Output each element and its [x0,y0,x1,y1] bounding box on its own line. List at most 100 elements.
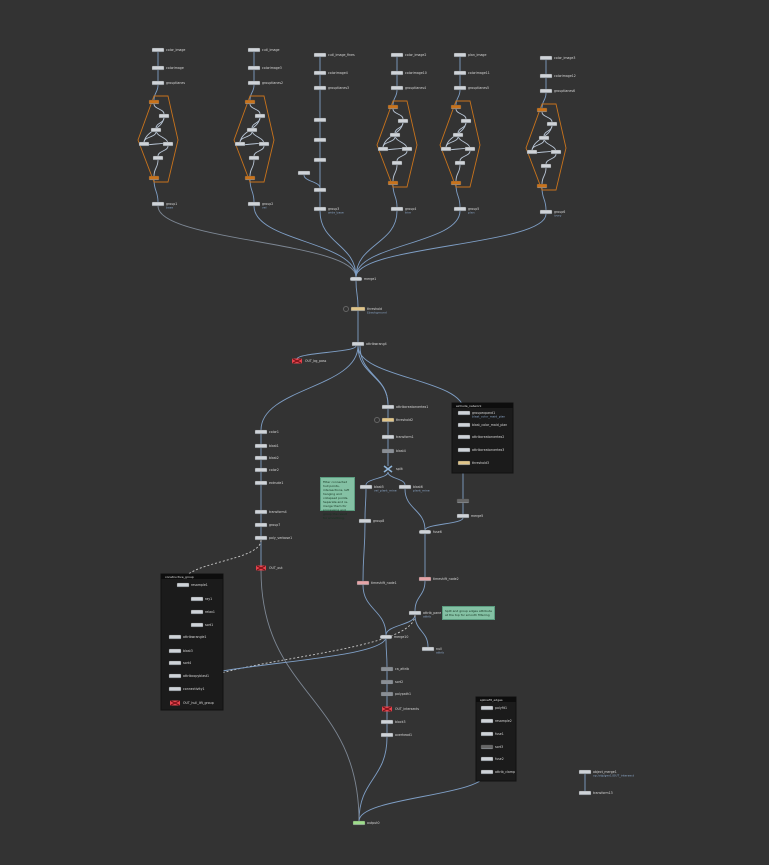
network-box-node[interactable]: fuse2 [480,756,504,762]
colorimage-node[interactable]: colorimage [151,65,184,71]
cluster-node[interactable] [387,180,399,186]
chain-node[interactable] [297,170,311,176]
bypass-node[interactable]: OUT_out [256,565,283,571]
split-node[interactable]: split [383,465,403,473]
merge-node[interactable]: merge1 [349,276,376,282]
switch-node[interactable]: threshold$background [350,306,387,315]
network-box-node[interactable]: fuse1 [480,731,504,737]
network-box-node[interactable]: ray1 [190,596,212,602]
cluster-node[interactable] [450,180,462,186]
network-box-node[interactable]: relax1 [190,609,215,615]
cluster-node[interactable] [158,113,170,119]
chain-node[interactable] [313,157,327,163]
mid-chain-node[interactable]: transform1 [381,434,414,440]
grouplanes-node[interactable]: grouptlanes [151,80,185,86]
mid-chain-node[interactable]: blast4 [381,448,406,454]
cluster-node[interactable] [450,104,462,110]
bypass-node[interactable]: OUT_bg_pass [292,358,327,364]
sticky-note-split[interactable]: Split and group edges attribute at the t… [442,606,495,620]
cluster-node[interactable] [526,149,538,155]
left-chain-node[interactable]: blast1 [254,443,279,449]
bottom-chain-node[interactable]: block3 [380,719,406,725]
cluster-node[interactable] [550,149,562,155]
transform-node[interactable]: transform13 [578,790,613,796]
cluster-node[interactable] [454,160,466,166]
cluster-node[interactable] [389,132,401,138]
network-box-node[interactable]: attribcopyblast1 [168,673,209,679]
network-box-node[interactable]: sort4 [168,660,191,666]
mid-chain-node[interactable]: threshold2 [381,417,413,423]
grouplanes-node[interactable]: grouptlanes6 [539,88,575,94]
cluster-node[interactable] [460,118,472,124]
network-box-node[interactable]: threshold3 [457,460,489,466]
chain-node[interactable] [313,117,327,123]
cluster-node[interactable] [138,141,150,147]
cluster-node[interactable] [152,155,164,161]
cluster-node[interactable] [234,141,246,147]
cluster-node[interactable] [391,160,403,166]
colorimage-node[interactable]: colorimage12 [539,73,576,79]
network-box-node[interactable]: connectivity1 [168,686,205,692]
file-node[interactable]: color_image2 [390,52,426,58]
network-box-node[interactable]: attribwrangle1 [168,634,206,640]
cluster-node[interactable] [536,107,548,113]
network-box-node[interactable]: blast_color_maid_plan [457,422,507,428]
timeshift-node[interactable]: timeshift_node2 [418,576,459,582]
network-box-node[interactable]: polyfit1 [480,705,507,711]
network-box-node[interactable]: attribcreatorvertex2 [457,434,504,440]
file-node[interactable]: color_image [151,47,185,53]
bottom-chain-node[interactable]: ca_attrib [380,666,409,672]
merge-node[interactable]: merge10 [379,634,408,640]
cluster-node[interactable] [244,175,256,181]
left-chain-node[interactable]: color1 [254,429,279,435]
cluster-node[interactable] [148,99,160,105]
grouplanes-node[interactable]: grouptlanes2 [247,80,283,86]
cluster-node[interactable] [536,183,548,189]
chain-node[interactable] [313,187,327,193]
mid-chain-node[interactable]: attribcreatorvertex1 [381,404,428,410]
colorimage-node[interactable]: colorimage3 [247,65,282,71]
output-node[interactable]: output0 [352,820,380,826]
cluster-node[interactable] [377,146,389,152]
left-chain-node[interactable]: extrude1 [254,480,283,486]
file-node[interactable]: cutl_image_fines [313,52,355,58]
cluster-node[interactable] [540,163,552,169]
network-box-node[interactable]: sort1 [190,622,213,628]
chain-node[interactable] [313,137,327,143]
file-node[interactable]: plan_image [453,52,486,58]
cluster-node[interactable] [148,175,160,181]
left-chain-node[interactable]: blast2 [254,455,279,461]
grouplanes-node[interactable]: grouptlanes3 [313,85,349,91]
sticky-note-filter[interactable]: Filter connected hull points, intersecti… [320,477,355,520]
cluster-node[interactable] [452,132,464,138]
group-node[interactable]: group8 [358,518,384,524]
cluster-node[interactable] [248,155,260,161]
node-layer[interactable]: color_image colorimage grouptlanes group1ba… [138,47,635,826]
colorimage-node[interactable]: colorimage4 [313,70,348,76]
left-chain-node[interactable]: color2 [254,467,279,473]
fuse-node[interactable]: fuse6 [418,529,442,535]
left-chain-node[interactable]: group7 [254,522,280,528]
cluster-node[interactable] [401,146,413,152]
bypass-node[interactable]: OUT_intersects [382,706,419,712]
grouplanes-node[interactable]: grouptlanes5 [453,85,489,91]
file-node[interactable]: color_image3 [539,55,575,61]
network-box-splinefit[interactable]: splinefit_edges [475,696,517,782]
bottom-chain-node[interactable]: polypath1 [380,691,411,697]
cluster-node[interactable] [258,141,270,147]
disabled-node[interactable] [456,498,470,504]
left-chain-node[interactable]: poly_verbose1 [254,535,292,541]
timeshift-node[interactable]: timeshift_node1 [356,580,397,586]
cluster-node[interactable] [162,141,174,147]
cluster-node[interactable] [246,127,258,133]
